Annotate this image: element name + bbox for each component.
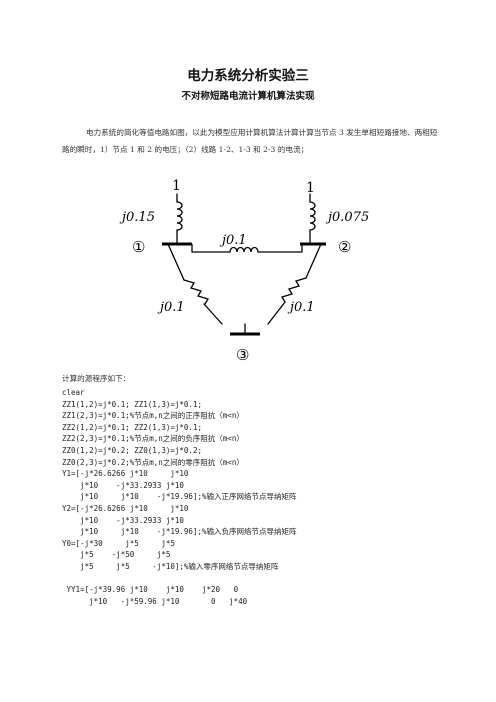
code-line: j*10 j*10 -j*19.96];%输入负序网络节点导纳矩阵 (62, 527, 297, 537)
left-source-label: 1 (172, 178, 181, 194)
line-23-inductor (281, 277, 307, 303)
circuit-diagram: 1 1 j0.15 j0.075 j0.1 j0.1 j0.1 ① ② ③ (119, 178, 369, 364)
code-line: ZZ1(2,3)=j*0.1;%节点m,n之间的正序阻抗（m<n） (62, 411, 244, 421)
code-line: Y1=[-j*26.6266 j*10 j*10 (62, 469, 189, 479)
code-line: YY1=[-j*39.96 j*10 j*10 j*20 0 (62, 585, 239, 595)
code-line: ZZ0(1,2)=j*0.2; ZZ0(1,3)=j*0.2; (62, 445, 202, 455)
intro-paragraph: 电力系统的简化等值电路如图，以此为模型应用计算机算法计算计算当节点 3 发生单相… (62, 128, 438, 154)
line-23-upper (305, 243, 322, 279)
code-line: clear (62, 388, 85, 397)
left-source-inductor (176, 201, 183, 231)
line-23-lower (267, 301, 286, 325)
document-title: 电力系统分析实验三 (187, 68, 309, 84)
line-13-lower (203, 303, 223, 325)
code-line: Y2=[-j*26.6266 j*10 j*10 (62, 503, 189, 513)
code-label: 计算的源程序如下： (62, 374, 131, 383)
line-13-reactance-label: j0.1 (157, 300, 185, 315)
line-23-reactance-label: j0.1 (287, 300, 315, 315)
line-13-inductor (183, 279, 209, 305)
code-line: j*10 j*10 -j*19.96];%输入正序网络节点导纳矩阵 (62, 492, 297, 502)
node-3-label: ③ (236, 346, 249, 364)
node-1-label: ① (132, 238, 145, 256)
line-12-reactance-label: j0.1 (219, 233, 247, 248)
code-line: ZZ1(1,2)=j*0.1; ZZ1(1,3)=j*0.1; (62, 399, 202, 409)
document-subtitle: 不对称短路电流计算机算法实现 (181, 91, 315, 102)
code-line: Y0=[-j*30 j*5 j*5 (62, 538, 175, 548)
right-source-inductor (309, 201, 316, 231)
code-line: ZZ2(1,2)=j*0.1; ZZ2(1,3)=j*0.1; (62, 422, 202, 432)
code-line: j*5 j*5 -j*10];%输入零序网络节点导纳矩阵 (62, 561, 279, 571)
line-12-inductor (229, 246, 259, 253)
code-line: j*10 -j*33.2933 j*10 (62, 480, 184, 490)
code-line: j*10 -j*33.2933 j*10 (62, 515, 184, 525)
code-line (62, 573, 297, 585)
left-reactance-label: j0.15 (119, 210, 155, 225)
node-2-label: ② (338, 238, 351, 256)
line-13-upper (167, 243, 185, 281)
code-line: j*5 -j*50 j*5 (62, 550, 171, 560)
code-line: ZZ2(2,3)=j*0.1;%节点m,n之间的负序阻抗（m<n） (62, 434, 244, 444)
right-source-label: 1 (306, 180, 315, 196)
right-reactance-label: j0.075 (325, 210, 369, 225)
code-line: ZZ0(2,3)=j*0.2;%节点m,n之间的零序阻抗（m<n） (62, 457, 244, 467)
code-line: j*10 -j*59.96 j*10 0 j*40 (62, 596, 248, 606)
